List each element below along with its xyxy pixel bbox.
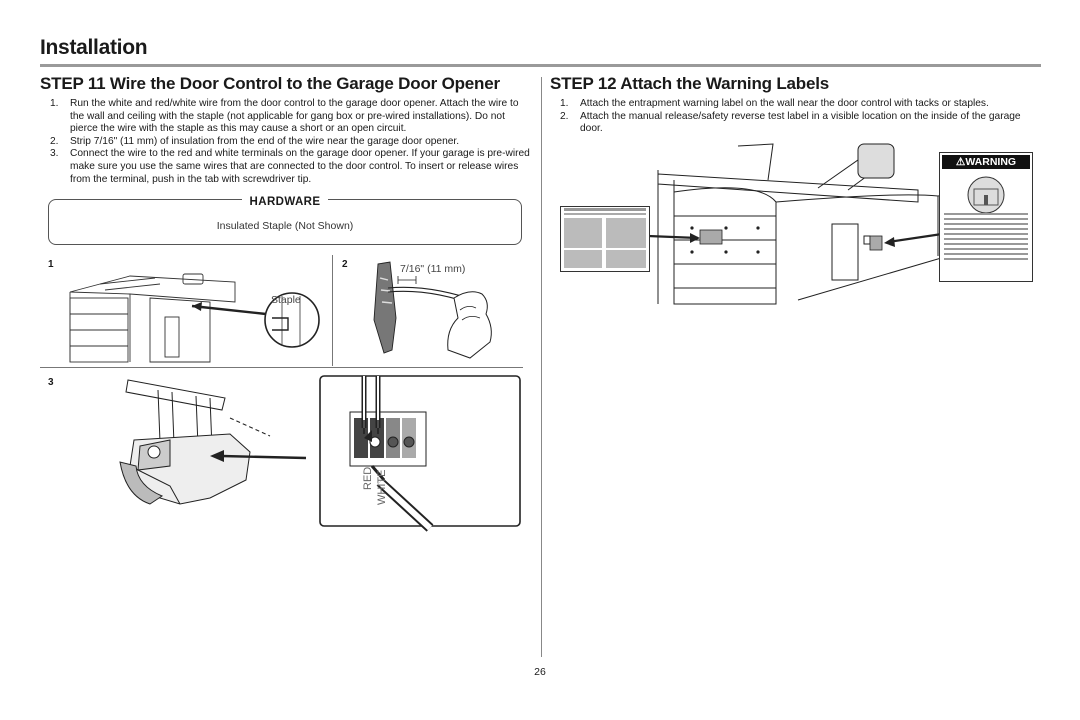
warning-pictogram — [967, 176, 1005, 214]
figure-1-illustration — [69, 273, 320, 363]
page-number: 26 — [534, 666, 546, 678]
column-divider — [541, 77, 542, 657]
step12-item-2: 2.Attach the manual release/safety rever… — [560, 110, 1021, 135]
pointer-arrow-icon — [221, 454, 307, 460]
step12-title: STEP 12 Attach the Warning Labels — [550, 74, 829, 93]
pointer-arrow-icon — [191, 304, 267, 316]
strip-length-callout: 7/16" (11 mm) — [400, 263, 466, 275]
staple-callout: Staple — [271, 294, 301, 306]
step12-item-1: 1.Attach the entrapment warning label on… — [560, 98, 989, 109]
step11-list: 1.Run the white and red/white wire from … — [40, 98, 530, 186]
pointer-arrow-icon — [647, 234, 699, 240]
hardware-item: Insulated Staple (Not Shown) — [216, 220, 354, 232]
figure-3-illustration — [119, 375, 521, 532]
step11-item-2: 2.Strip 7/16" (11 mm) of insulation from… — [50, 135, 460, 147]
figure-2-illustration — [373, 261, 492, 359]
step11-title: STEP 11 Wire the Door Control to the Gar… — [40, 74, 500, 93]
figure-2-number: 2 — [342, 259, 348, 270]
step12-illustration — [647, 143, 1033, 305]
terminal-red-label: RED — [362, 466, 374, 490]
title-rule — [40, 64, 1041, 67]
warning-triangle-icon: ⚠ — [955, 156, 966, 168]
figure-divider-horizontal — [40, 367, 523, 368]
hardware-title: HARDWARE — [241, 196, 329, 208]
step12-list: 1.Attach the entrapment warning label on… — [550, 98, 1038, 136]
pointer-arrow-icon — [887, 232, 943, 244]
terminal-white-label: WHITE — [376, 469, 388, 505]
step11-item-1: 1.Run the white and red/white wire from … — [50, 98, 519, 135]
warning-heading: WARNING — [965, 156, 1017, 168]
hardware-box: HARDWARE Insulated Staple (Not Shown) — [48, 196, 522, 245]
warning-text-block — [944, 213, 1028, 263]
page-title: Installation — [40, 36, 148, 59]
manual-release-label — [560, 206, 650, 272]
figure-3-number: 3 — [48, 377, 54, 388]
figure-1-number: 1 — [48, 259, 54, 270]
figure-divider-vertical — [332, 255, 333, 366]
warning-label: ⚠WARNING — [939, 152, 1033, 282]
step11-item-3: 3.Connect the wire to the red and white … — [50, 148, 530, 185]
